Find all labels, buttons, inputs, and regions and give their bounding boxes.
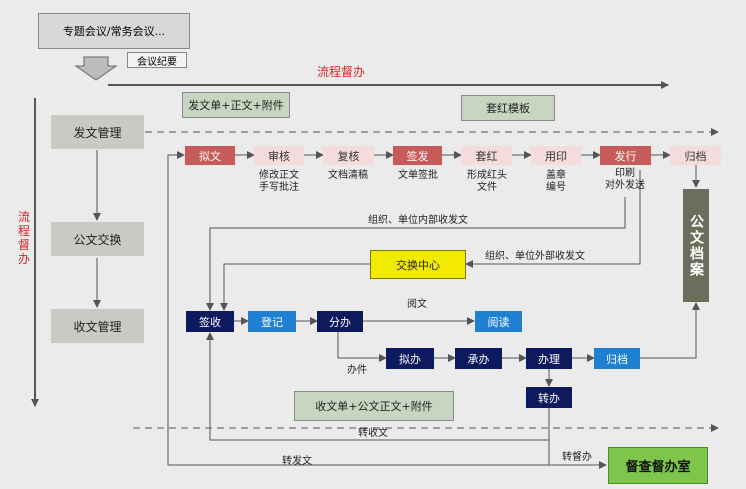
recv-draft[interactable]: 拟办 <box>386 348 434 369</box>
note-review: 修改正文 手写批注 <box>259 170 299 193</box>
doc-exchange[interactable]: 公文交换 <box>51 222 144 256</box>
send-step-seal[interactable]: 用印 <box>531 146 581 165</box>
recv-read[interactable]: 阅读 <box>475 311 522 332</box>
send-step-redhead[interactable]: 套红 <box>461 146 512 165</box>
label-internal: 组织、单位内部收发文 <box>368 215 468 226</box>
send-step-sign[interactable]: 签发 <box>393 146 442 165</box>
recv-handle[interactable]: 办理 <box>526 348 572 369</box>
receive-management[interactable]: 收文管理 <box>51 309 144 343</box>
note-seal: 盖章 编号 <box>546 170 566 193</box>
meeting-box: 专题会议/常务会议... <box>38 13 190 49</box>
flow-supervise-vertical: 流程督办 <box>18 210 31 266</box>
send-step-issue[interactable]: 发行 <box>600 146 651 165</box>
flow-supervise-horizontal: 流程督办 <box>317 65 366 79</box>
send-step-recheck[interactable]: 复核 <box>323 146 374 165</box>
recv-register[interactable]: 登记 <box>248 311 296 332</box>
supervise-office[interactable]: 督查督办室 <box>608 447 708 484</box>
send-step-review[interactable]: 审核 <box>254 146 304 165</box>
label-transfer-supervise: 转督办 <box>562 452 592 463</box>
recv-transfer[interactable]: 转办 <box>526 387 572 408</box>
recv-undertake[interactable]: 承办 <box>455 348 502 369</box>
send-management[interactable]: 发文管理 <box>51 115 144 149</box>
recv-sign[interactable]: 签收 <box>186 311 234 332</box>
note-redhead: 形成红头 文件 <box>467 170 507 193</box>
red-template-doc: 套红模板 <box>461 95 555 121</box>
doc-archive[interactable]: 公文档案 <box>683 189 709 302</box>
send-step-archive[interactable]: 归档 <box>670 146 721 165</box>
minutes-note: 会议纪要 <box>127 52 187 68</box>
label-handle: 办件 <box>347 365 367 376</box>
note-issue: 印刷 对外发送 <box>605 168 645 191</box>
label-transfer-send: 转发文 <box>282 456 312 467</box>
recv-distribute[interactable]: 分办 <box>317 311 363 332</box>
label-read: 阅文 <box>407 299 427 310</box>
exchange-center[interactable]: 交换中心 <box>370 250 466 279</box>
recv-archive[interactable]: 归档 <box>594 348 640 369</box>
receive-bundle-doc: 收文单+公文正文+附件 <box>294 391 454 421</box>
note-recheck: 文档清稿 <box>328 170 368 181</box>
label-transfer-receive: 转收文 <box>358 428 388 439</box>
label-external: 组织、单位外部收发文 <box>485 251 585 262</box>
send-step-draft[interactable]: 拟文 <box>185 146 235 165</box>
send-bundle-doc: 发文单+正文+附件 <box>182 92 290 118</box>
note-sign: 文单签批 <box>398 170 438 181</box>
